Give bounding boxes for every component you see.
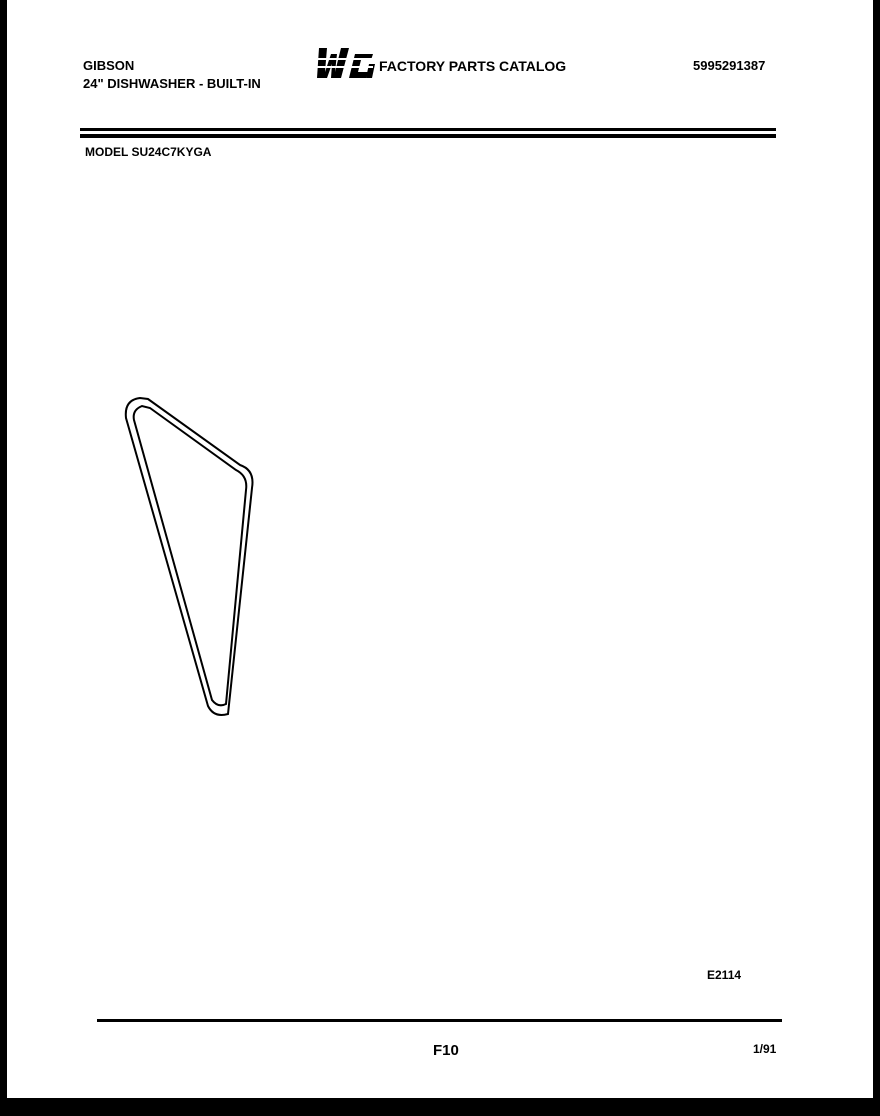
footer-rule bbox=[97, 1019, 782, 1022]
callout-5: 5 bbox=[44, 1099, 53, 1114]
callout-21: 21 bbox=[303, 1099, 319, 1114]
diagram-code: E2114 bbox=[707, 968, 742, 982]
brand-name: GIBSON bbox=[83, 58, 135, 73]
callout-3: 3 bbox=[22, 1099, 30, 1114]
callout-11: 11 bbox=[119, 1099, 134, 1114]
callout-8: 8 bbox=[78, 1099, 86, 1114]
catalog-title: FACTORY PARTS CATALOG bbox=[379, 58, 567, 74]
catalog-date: 1/91 bbox=[753, 1042, 777, 1056]
callout-23: 23 bbox=[340, 1099, 355, 1114]
callout-25: 25 bbox=[377, 1099, 392, 1114]
callout-1: 1 bbox=[0, 1099, 8, 1114]
wci-logo-icon bbox=[317, 48, 375, 78]
callout-7: 7 bbox=[67, 1099, 75, 1114]
callout-13: 13 bbox=[155, 1099, 171, 1114]
callout-15: 15 bbox=[192, 1099, 208, 1114]
callout-26: 26 bbox=[395, 1099, 411, 1114]
callout-18: 18 bbox=[248, 1099, 263, 1114]
callout-20: 20 bbox=[285, 1099, 300, 1114]
product-description: 24" DISHWASHER - BUILT-IN bbox=[83, 76, 261, 91]
callout-12b: 12 bbox=[414, 1099, 429, 1114]
callout-6: 6 bbox=[56, 1099, 64, 1114]
header-rule-top bbox=[80, 128, 776, 131]
callout-19: 19 bbox=[266, 1099, 282, 1114]
callout-17: 17 bbox=[229, 1099, 245, 1114]
catalog-number: 5995291387 bbox=[693, 58, 766, 73]
door-gasket-drawing bbox=[124, 396, 254, 716]
callout-22: 22 bbox=[322, 1099, 337, 1114]
catalog-sheet: GIBSON 24" DISHWASHER - BUILT-IN FACTORY… bbox=[7, 0, 873, 1098]
callout-4: 4 bbox=[33, 1099, 41, 1114]
callout-10: 10 bbox=[101, 1099, 116, 1114]
callout-2: 2 bbox=[11, 1099, 19, 1114]
callout-24: 24 bbox=[358, 1099, 374, 1114]
callout-14: 14 bbox=[174, 1099, 189, 1114]
page-number: F10 bbox=[433, 1042, 459, 1059]
callout-16: 16 bbox=[211, 1099, 226, 1114]
header-rule-bottom bbox=[80, 134, 776, 138]
callout-12: 12 bbox=[137, 1099, 152, 1114]
model-number: MODEL SU24C7KYGA bbox=[85, 145, 212, 159]
callout-9: 9 bbox=[89, 1099, 98, 1114]
